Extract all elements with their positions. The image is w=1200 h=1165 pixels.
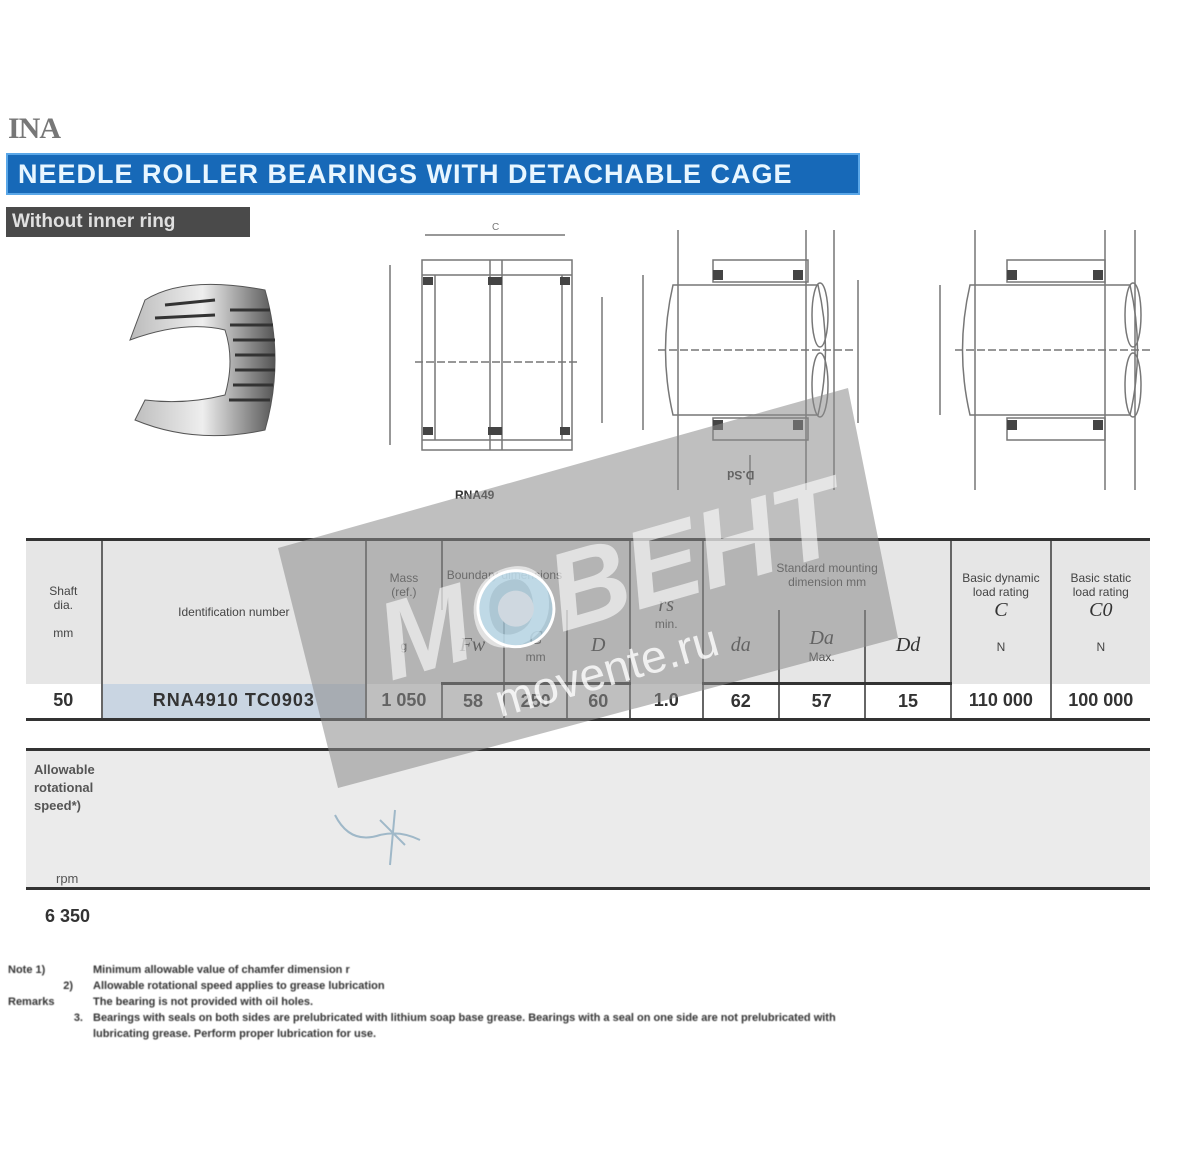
brand-logo: INA	[8, 112, 61, 145]
cell-Dd: 15	[863, 683, 952, 721]
page-subtitle: Without inner ring	[6, 207, 250, 237]
mounting-drawing-1	[642, 230, 859, 490]
svg-text:C: C	[492, 222, 499, 233]
footnotes: Note 1)Minimum allowable value of chamfe…	[8, 962, 968, 1042]
note-item: 3.Bearings with seals on both sides are …	[73, 1012, 836, 1024]
cell-da: 62	[701, 683, 779, 721]
cell-dyn-load: 110 000	[950, 683, 1051, 721]
col-fw: Fw	[441, 609, 505, 685]
table-row: 50 RNA4910 TC0903 1 050 58 250 60 1.0 62…	[26, 683, 1150, 721]
bearing-photo	[129, 283, 276, 437]
col-d: D	[565, 609, 630, 685]
note-item: Note 1)Minimum allowable value of chamfe…	[8, 964, 350, 976]
col-dimensions: Boundary dimensions	[440, 538, 630, 610]
cell-designation: RNA4910 TC0903	[100, 683, 367, 721]
speed-value: 6 350	[45, 906, 91, 926]
bearing-section-drawing: C	[389, 222, 603, 451]
mounting-drawing-2	[939, 230, 1150, 490]
note-item: lubricating grease. Perform proper lubri…	[93, 1028, 377, 1040]
col-mass: Mass(ref.)g	[365, 538, 442, 684]
scribble-mark-icon	[334, 809, 421, 866]
speed-unit: rpm	[56, 871, 79, 886]
cell-Da: 57	[777, 683, 865, 721]
figure-label: RNA49	[455, 488, 495, 502]
cell-shaft: 50	[26, 683, 102, 721]
cell-stat-load: 100 000	[1049, 683, 1150, 721]
page-title: NEEDLE ROLLER BEARINGS WITH DETACHABLE C…	[6, 153, 860, 195]
col-da: da	[701, 609, 779, 685]
col-designation: Identification number	[100, 538, 367, 684]
cell-c: 250	[503, 683, 567, 721]
cell-fw: 58	[440, 683, 505, 721]
col-Dd: Dd	[863, 609, 952, 685]
cell-rs: 1.0	[628, 683, 703, 721]
note-item: 2)Allowable rotational speed applies to …	[63, 980, 385, 992]
cell-mass: 1 050	[365, 683, 442, 721]
figure-label-2: D.Sd	[727, 468, 755, 482]
cell-d: 60	[565, 683, 630, 721]
